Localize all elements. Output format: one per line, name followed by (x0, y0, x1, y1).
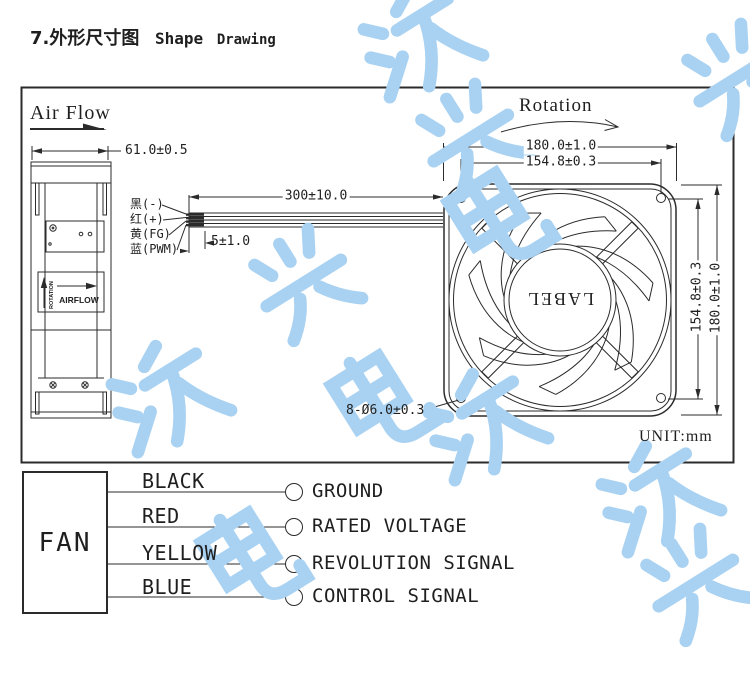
side-direction-sticker (37, 271, 105, 313)
side-rotation-text: ROTATION (49, 281, 55, 309)
side-airflow-text: AIRFLOW (59, 295, 100, 305)
unit-label: UNIT:mm (639, 428, 713, 445)
signal-label-control: CONTROL SIGNAL (312, 585, 480, 607)
page-title: 7.外形尺寸图 Shape Drawing (30, 24, 276, 50)
wire-name-red: RED (142, 504, 180, 528)
rotation-arc-arrow (500, 121, 619, 133)
wire-label-yellow-cn: 黄(FG) (130, 227, 171, 241)
wire-name-yellow: YELLOW (142, 541, 218, 565)
wire-label-red-cn: 红(+) (130, 212, 164, 226)
title-english-sub: Drawing (216, 32, 276, 48)
dim-hole-pitch-right: 154.8±0.3 (689, 259, 706, 335)
signal-label-rated-voltage: RATED VOLTAGE (312, 515, 468, 537)
dim-lead-length: 300±10.0 (282, 188, 350, 205)
rotation-up-arrow (40, 277, 48, 288)
fan-front-view: LABEL (443, 183, 677, 417)
fan-box: FAN (22, 471, 108, 614)
terminal-circle-control (285, 588, 303, 606)
wire-name-black: BLACK (142, 469, 205, 493)
terminal-circle-revolution (285, 555, 303, 573)
title-english-main: Shape (155, 29, 204, 48)
rotation-label: Rotation (519, 95, 593, 116)
terminal-circle-ground (285, 483, 303, 501)
signal-label-revolution: REVOLUTION SIGNAL (312, 552, 515, 574)
wire-label-black-cn: 黑(-) (130, 197, 164, 211)
fan-side-view: ROTATION AIRFLOW (30, 161, 112, 419)
fan-box-label: FAN (38, 527, 92, 558)
air-flow-label: Air Flow (30, 102, 111, 124)
dim-frame-width-top: 180.0±1.0 (523, 138, 599, 155)
title-chinese: 7.外形尺寸图 (30, 28, 140, 49)
dim-strip-length: 5±1.0 (211, 234, 251, 249)
air-flow-arrow (83, 123, 107, 130)
signal-label-ground: GROUND (312, 480, 384, 502)
airflow-right-arrow (86, 282, 97, 290)
dim-hole-pitch-top: 154.8±0.3 (523, 154, 599, 171)
dim-frame-height-right: 180.0±1.0 (708, 260, 725, 336)
fan-hub-label-text: LABEL (526, 289, 594, 309)
lead-wires (161, 204, 443, 254)
side-name-plate (45, 220, 105, 253)
terminal-circle-voltage (285, 518, 303, 536)
dim-side-width: 61.0±0.5 (123, 143, 190, 159)
wire-name-blue: BLUE (142, 575, 193, 599)
dim-mounting-holes: 8-Ø6.0±0.3 (346, 403, 425, 418)
wire-label-blue-cn: 蓝(PWM) (130, 242, 179, 256)
